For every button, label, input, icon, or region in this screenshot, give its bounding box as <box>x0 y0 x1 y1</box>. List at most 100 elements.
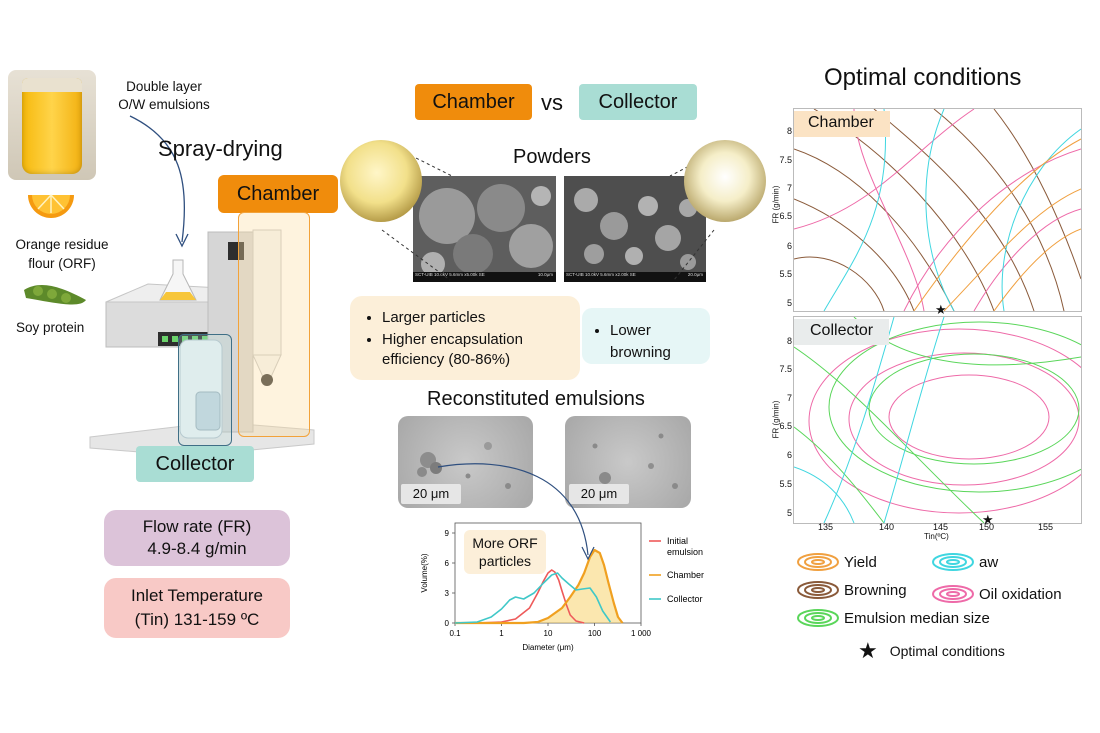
reconstituted-title: Reconstituted emulsions <box>427 388 645 410</box>
collector-emulsion-micrograph: 20 μm <box>565 416 691 508</box>
powders-title: Powders <box>513 146 591 168</box>
legend-aw-label: aw <box>979 553 999 571</box>
xtick-155: 155 <box>1038 522 1054 532</box>
legend-oil-oxidation-label: Oil oxidation <box>979 585 1062 603</box>
orange-icon <box>26 187 76 225</box>
chamber-ytick-6: 7.5 <box>779 155 792 165</box>
xtick-145: 145 <box>933 522 949 532</box>
chamber-contour-label: Chamber <box>794 111 890 137</box>
collector-bullets-list: Lower browning <box>592 320 710 364</box>
legend-oil-oxidation: Oil oxidation <box>931 584 1062 604</box>
legend-label-3: Collector <box>667 594 703 604</box>
collector-y-ticks: 5 5.5 6 6.5 7 7.5 8 <box>779 316 792 522</box>
y-tick-label: 9 <box>445 529 450 538</box>
soy-label: Soy protein <box>16 320 85 335</box>
emulsion-size-contour-icon <box>797 609 839 627</box>
collector-bullets-box: Lower browning <box>582 308 710 364</box>
collector-sem-image: SCT-UIB 10.0kV 5.6mm x2.00k SE 20.0μm <box>564 176 706 282</box>
arrow-jar-to-flask <box>129 115 189 248</box>
xtick-150: 150 <box>979 522 995 532</box>
x-tick-label: 1 000 <box>631 629 652 638</box>
legend-label-1: emulsion <box>667 547 703 557</box>
collector-ytick-5: 7 <box>786 393 792 403</box>
collector-ytick-6: 7.5 <box>779 364 792 374</box>
contour-x-axis-label: Tin(ºC) <box>924 532 949 541</box>
xtick-140: 140 <box>879 522 895 532</box>
collector-sem-caption: SCT-UIB 10.0kV 5.6mm x2.00k SE <box>566 272 636 277</box>
x-axis-label: Diameter (μm) <box>522 643 574 652</box>
collector-powder-photo <box>684 140 766 222</box>
aw-contour-icon <box>932 553 974 571</box>
legend-browning: Browning <box>796 580 907 600</box>
chamber-ytick-1: 5 <box>786 298 792 308</box>
chamber-y-ticks: 5 5.5 6 6.5 7 7.5 8 <box>779 108 792 310</box>
legend-yield-label: Yield <box>844 553 877 571</box>
chamber-bullet-2: Higher encapsulation efficiency (80-86%) <box>382 330 580 370</box>
series-line-2 <box>455 548 624 625</box>
collector-ytick-1: 5 <box>786 508 792 518</box>
vs-label: vs <box>541 90 563 115</box>
legend-optimal: ★ Optimal conditions <box>858 638 1005 664</box>
legend-emulsion-size-label: Emulsion median size <box>844 609 990 627</box>
contour-legend: Yield aw Browning Oil oxidation Emul <box>796 552 1096 664</box>
xtick-135: 135 <box>818 522 834 532</box>
more-orf-label: More ORF particles <box>464 530 546 574</box>
optimal-conditions-title: Optimal conditions <box>824 64 1022 91</box>
chamber-sem-image: SCT-UIB 10.0kV 5.6mm x5.00k SE 10.0μm <box>413 176 556 282</box>
chamber-bullets-list: Larger particles Higher encapsulation ef… <box>364 308 580 370</box>
collector-ytick-2: 5.5 <box>779 479 792 489</box>
orf-arrow <box>437 463 595 561</box>
y-tick-label: 6 <box>445 559 450 568</box>
series-line-1 <box>455 569 585 624</box>
emulsion-label: Double layer O/W emulsions <box>118 79 210 112</box>
chamber-ytick-3: 6 <box>786 241 792 251</box>
flow-rate-box: Flow rate (FR) 4.9-8.4 g/min <box>104 510 290 566</box>
chamber-sem-scale: 10.0μm <box>537 272 553 277</box>
legend-label-1: Initial <box>667 536 688 546</box>
x-tick-label: 1 <box>499 629 504 638</box>
mid-chamber-tag: Chamber <box>415 84 532 120</box>
chamber-contour-panel: Chamber <box>793 108 1082 312</box>
chamber-powder-photo <box>340 140 422 222</box>
browning-contour-icon <box>797 581 839 599</box>
chamber-ytick-7: 8 <box>786 126 792 136</box>
y-axis-label: Volume(%) <box>420 553 429 592</box>
legend-label-2: Chamber <box>667 570 704 580</box>
series-line-3 <box>454 572 612 624</box>
chamber-ytick-5: 7 <box>786 183 792 193</box>
chamber-bullet-1: Larger particles <box>382 308 580 328</box>
x-tick-label: 100 <box>588 629 602 638</box>
left-chamber-tag: Chamber <box>218 175 338 213</box>
collector-bullet-1: Lower browning <box>610 320 710 364</box>
collector-contour-label: Collector <box>794 319 890 345</box>
contour-x-ticks: 135 140 145 150 155 <box>793 522 1080 534</box>
mid-collector-tag: Collector <box>579 84 697 120</box>
chamber-optimal-star-icon: ★ <box>935 302 947 317</box>
yield-contour-icon <box>797 553 839 571</box>
inlet-temperature-box: Inlet Temperature (Tin) 131-159 ºC <box>104 578 290 638</box>
legend-yield: Yield <box>796 552 877 572</box>
collector-contour-panel: Collector <box>793 316 1082 524</box>
legend-browning-label: Browning <box>844 581 907 599</box>
chamber-ytick-2: 5.5 <box>779 269 792 279</box>
chamber-bullets-box: Larger particles Higher encapsulation ef… <box>350 296 580 380</box>
collector-sem-scale: 20.0μm <box>687 272 703 277</box>
chamber-series-area <box>455 550 623 623</box>
chamber-sem-caption: SCT-UIB 10.0kV 5.6mm x5.00k SE <box>415 272 485 277</box>
collector-ytick-7: 8 <box>786 336 792 346</box>
oil-oxidation-contour-icon <box>932 585 974 603</box>
left-collector-tag: Collector <box>136 446 254 482</box>
collector-ytick-4: 6.5 <box>779 421 792 431</box>
optimal-star-icon: ★ <box>858 638 878 663</box>
chamber-outline <box>238 212 310 437</box>
chamber-ytick-4: 6.5 <box>779 211 792 221</box>
y-tick-label: 3 <box>445 589 450 598</box>
chamber-scale-label: 20 μm <box>401 484 461 504</box>
spray-drying-title: Spray-drying <box>158 136 283 161</box>
chamber-emulsion-micrograph: 20 μm <box>398 416 533 508</box>
soybean-icon <box>20 278 90 312</box>
collector-optimal-star-icon: ★ <box>982 512 994 527</box>
powder-connector-lines <box>381 149 721 281</box>
legend-aw: aw <box>931 552 998 572</box>
